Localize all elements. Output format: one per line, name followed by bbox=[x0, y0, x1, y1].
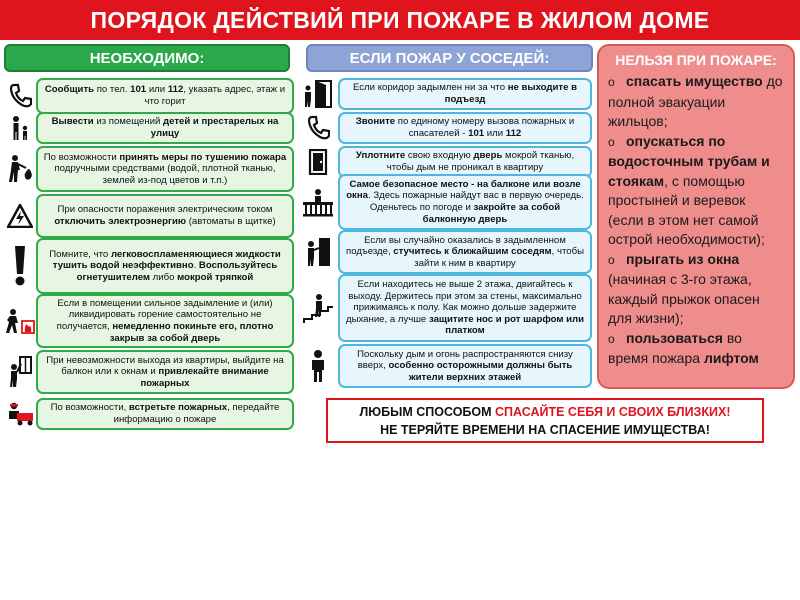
necessary-text-6: При невозможности выхода из квартиры, вы… bbox=[46, 354, 284, 389]
forbidden-header: НЕЛЬЗЯ ПРИ ПОЖАРЕ: bbox=[615, 52, 777, 68]
neighbors-text-6: Поскольку дым и огонь распространяются с… bbox=[357, 348, 573, 383]
bullet-icon: o bbox=[608, 134, 615, 149]
stairs-icon bbox=[298, 274, 338, 342]
balcony-icon bbox=[298, 174, 338, 230]
door-icon bbox=[298, 146, 338, 178]
necessary-item: Помните, что легковоспламеняющиеся жидко… bbox=[4, 238, 294, 294]
exclamation-icon bbox=[4, 238, 36, 294]
neighbors-item: Если находитесь не выше 2 этажа, двигайт… bbox=[298, 274, 592, 342]
neighbors-item: Поскольку дым и огонь распространяются с… bbox=[298, 344, 592, 388]
bullet-icon: o bbox=[608, 252, 615, 267]
necessary-item: Сообщить по тел. 101 или 112, указать ад… bbox=[4, 78, 294, 114]
phone-icon bbox=[298, 112, 338, 144]
escape-fire-icon bbox=[4, 294, 36, 348]
neighbors-item: Звоните по единому номеру вызова пожарны… bbox=[298, 112, 592, 144]
necessary-item: При невозможности выхода из квартиры, вы… bbox=[4, 350, 294, 394]
firefighter-icon bbox=[4, 146, 36, 192]
necessary-text-4: Помните, что легковоспламеняющиеся жидко… bbox=[49, 248, 281, 283]
necessary-item: Вывести из помещений детей и престарелых… bbox=[4, 112, 294, 144]
necessary-item: Если в помещении сильное задымление и (и… bbox=[4, 294, 294, 348]
page-title: ПОРЯДОК ДЕЙСТВИЙ ПРИ ПОЖАРЕ В ЖИЛОМ ДОМЕ bbox=[0, 0, 800, 40]
neighbors-item: Самое безопасное место - на балконе или … bbox=[298, 174, 592, 230]
fire-truck-icon bbox=[4, 398, 36, 430]
neighbors-text-0: Если коридор задымлен ни за что не выход… bbox=[352, 82, 578, 105]
bullet-icon: o bbox=[608, 75, 615, 89]
family-icon bbox=[4, 112, 36, 144]
necessary-item: При опасности поражения электрическим то… bbox=[4, 194, 294, 238]
neighbors-item: Если коридор задымлен ни за что не выход… bbox=[298, 78, 592, 110]
necessary-item: По возможности, встретьте пожарных, пере… bbox=[4, 398, 294, 430]
bottom-line-2: НЕ ТЕРЯЙТЕ ВРЕМЕНИ НА СПАСЕНИЕ ИМУЩЕСТВА… bbox=[380, 423, 710, 437]
necessary-text-0: Сообщить по тел. 101 или 112, указать ад… bbox=[44, 84, 286, 107]
bottom-line-1: ЛЮБЫМ СПОСОБОМ СПАСАЙТЕ СЕБЯ И СВОИХ БЛИ… bbox=[359, 405, 731, 419]
neighbors-text-4: Если вы случайно оказались в задымленном… bbox=[346, 234, 584, 269]
neighbors-text-1: Звоните по единому номеру вызова пожарны… bbox=[355, 116, 575, 139]
electric-hazard-icon bbox=[4, 194, 36, 238]
phone-icon bbox=[4, 78, 36, 114]
necessary-text-1: Вывести из помещений детей и престарелых… bbox=[51, 116, 279, 139]
neighbors-header: ЕСЛИ ПОЖАР У СОСЕДЕЙ: bbox=[306, 44, 593, 72]
necessary-text-5: Если в помещении сильное задымление и (и… bbox=[56, 297, 274, 344]
necessary-text-7: По возможности, встретьте пожарных, пере… bbox=[50, 402, 280, 425]
necessary-header: НЕОБХОДИМО: bbox=[4, 44, 290, 72]
person-icon bbox=[298, 344, 338, 388]
necessary-text-2: По возможности принять меры по тушению п… bbox=[43, 151, 287, 186]
smoke-door-icon bbox=[298, 78, 338, 110]
window-wave-icon bbox=[4, 350, 36, 394]
bullet-icon: o bbox=[608, 331, 615, 346]
neighbors-item: Если вы случайно оказались в задымленном… bbox=[298, 230, 592, 274]
neighbors-text-2: Уплотните свою входную дверь мокрой ткан… bbox=[355, 150, 575, 173]
neighbors-text-3: Самое безопасное место - на балконе или … bbox=[346, 178, 584, 225]
bottom-message: ЛЮБЫМ СПОСОБОМ СПАСАЙТЕ СЕБЯ И СВОИХ БЛИ… bbox=[326, 398, 764, 443]
necessary-item: По возможности принять меры по тушению п… bbox=[4, 146, 294, 192]
necessary-text-3: При опасности поражения электрическим то… bbox=[54, 204, 276, 227]
knock-door-icon bbox=[298, 230, 338, 274]
neighbors-text-5: Если находитесь не выше 2 этажа, двигайт… bbox=[346, 279, 584, 337]
